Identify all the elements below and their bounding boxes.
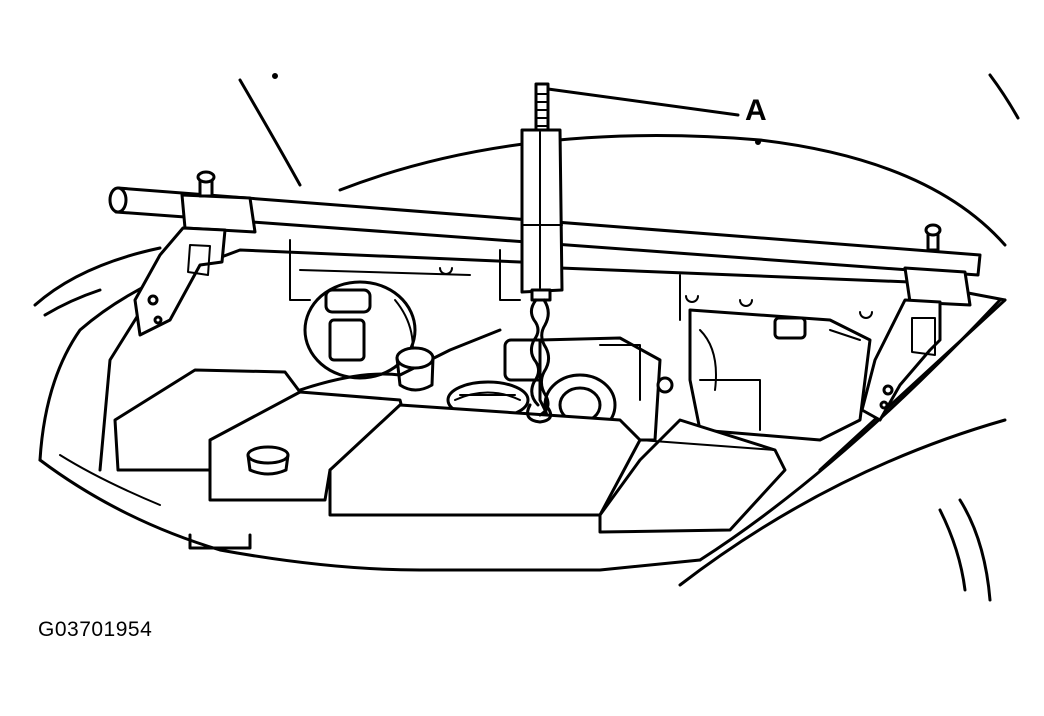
foreground-covers	[113, 368, 787, 534]
engine-components-right	[688, 308, 872, 442]
brake-master-cylinder	[298, 280, 502, 392]
engine-components-center	[446, 336, 674, 442]
callout-label-a: A	[745, 94, 767, 127]
hood-outline	[238, 73, 1020, 247]
engine-hanger-tool	[520, 82, 564, 424]
figure-id: G03701954	[38, 618, 153, 641]
callout-leader-line	[546, 87, 740, 117]
left-support-bracket	[133, 170, 257, 337]
right-support-bracket	[860, 223, 972, 422]
